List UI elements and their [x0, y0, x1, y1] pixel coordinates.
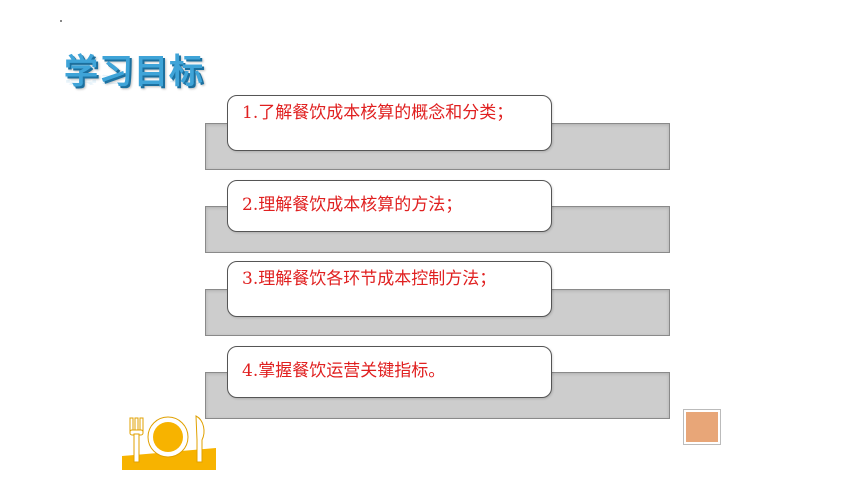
objective-text-2: 2.理解餐饮成本核算的方法； — [242, 195, 463, 215]
objective-box-2: 2.理解餐饮成本核算的方法； — [227, 180, 552, 232]
decor-dot — [60, 20, 62, 22]
accent-square — [683, 409, 721, 445]
objective-text-1: 1.了解餐饮成本核算的概念和分类； — [242, 103, 514, 123]
objective-box-3: 3.理解餐饮各环节成本控制方法； — [227, 261, 552, 317]
objective-text-4: 4.掌握餐饮运营关键指标。 — [242, 361, 446, 381]
objective-text-3: 3.理解餐饮各环节成本控制方法； — [242, 269, 497, 289]
slide-title: 学习目标 — [64, 52, 204, 92]
fork-plate-knife-icon — [122, 415, 216, 470]
objective-box-1: 1.了解餐饮成本核算的概念和分类； — [227, 95, 552, 151]
objective-box-4: 4.掌握餐饮运营关键指标。 — [227, 346, 552, 398]
